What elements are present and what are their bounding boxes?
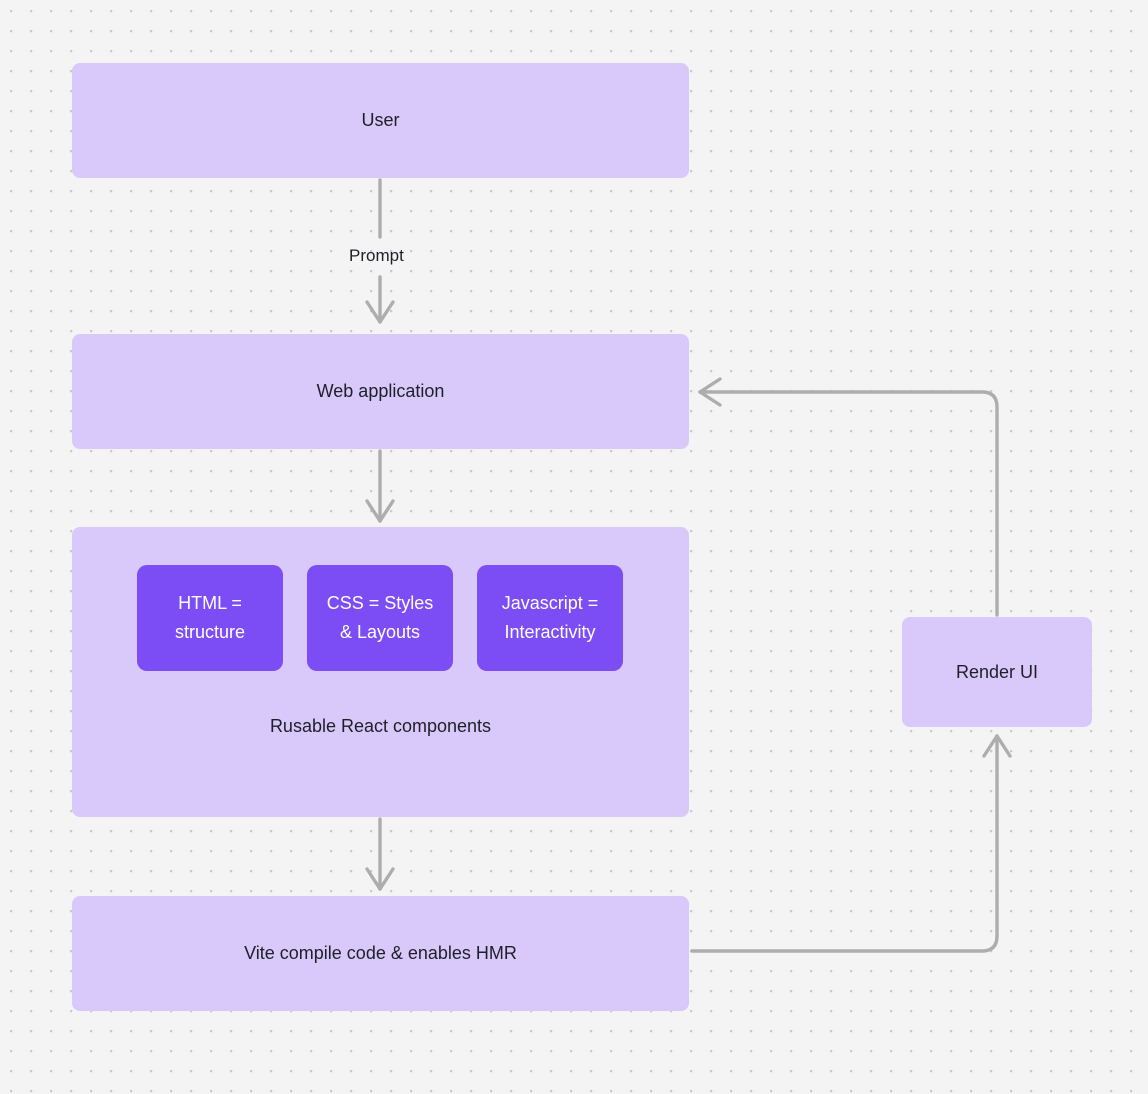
chip-css-label: CSS = Styles & Layouts (326, 593, 434, 642)
edge-label-prompt: Prompt (349, 246, 404, 265)
node-web-application-label: Web application (316, 381, 445, 402)
chip-html[interactable]: HTML = structure (137, 565, 283, 671)
node-render-ui[interactable]: Render UI (902, 617, 1092, 727)
node-render-ui-label: Render UI (955, 661, 1039, 682)
edge-group-to-vite (365, 817, 395, 891)
node-user[interactable]: User (72, 63, 689, 178)
chip-javascript-label: Javascript = Interactivity (501, 593, 599, 642)
node-react-components-caption: Rusable React components (269, 716, 492, 736)
node-vite[interactable]: Vite compile code & enables HMR (72, 896, 689, 1011)
edge-render-ui-to-web-application (698, 377, 999, 617)
node-vite-label: Vite compile code & enables HMR (244, 943, 517, 964)
edge-vite-to-render-ui (690, 734, 1012, 953)
node-user-label: User (361, 110, 400, 131)
chip-css[interactable]: CSS = Styles & Layouts (307, 565, 453, 671)
node-web-application[interactable]: Web application (72, 334, 689, 449)
chip-javascript[interactable]: Javascript = Interactivity (477, 565, 623, 671)
chip-html-label: HTML = structure (174, 593, 246, 642)
edge-webapp-to-group (365, 449, 395, 523)
